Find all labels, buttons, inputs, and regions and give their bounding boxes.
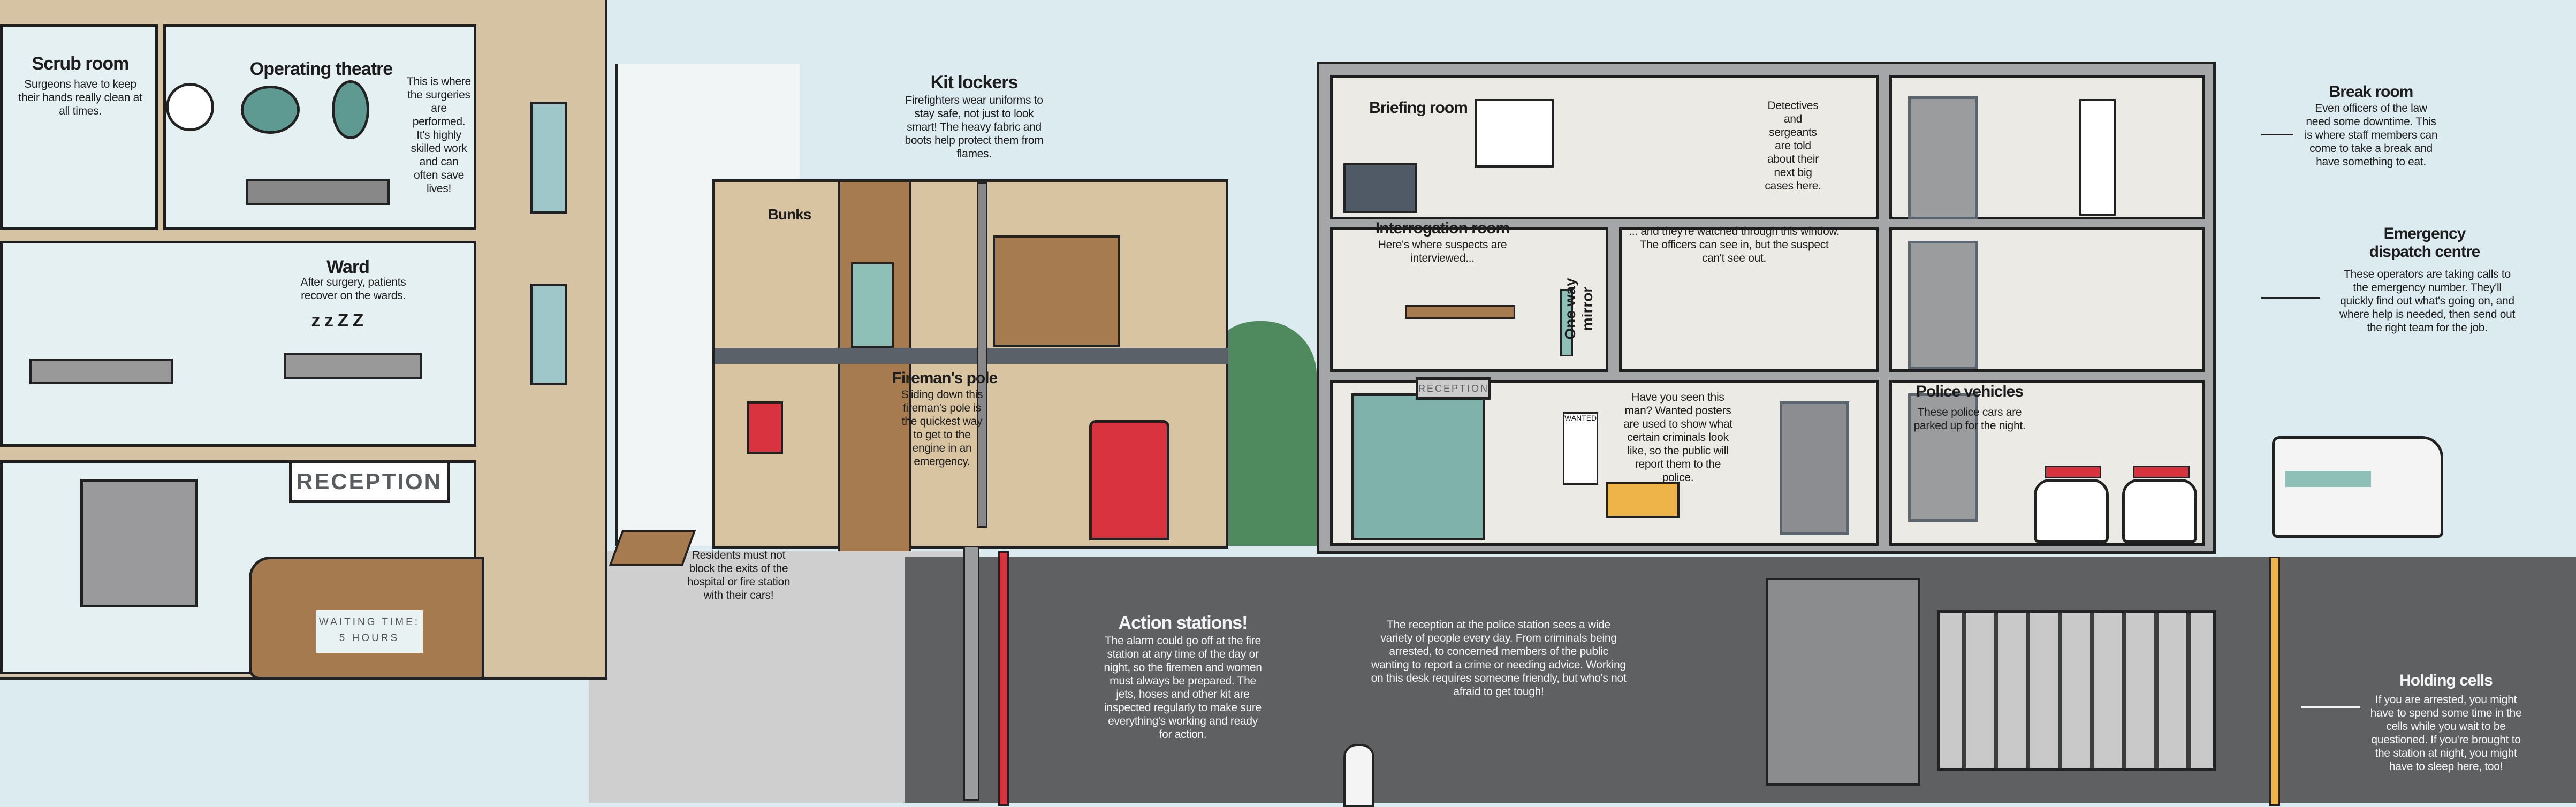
- stairwell: [1766, 578, 1920, 786]
- police-reception-note: The reception at the police station sees…: [1371, 619, 1627, 698]
- fire-engine: [1089, 420, 1169, 540]
- interrogation-table: [1405, 305, 1515, 319]
- police-vehicles-title: Police vehicles: [1916, 383, 2024, 400]
- elevator: [1908, 393, 1978, 522]
- pavement: [589, 551, 963, 803]
- drain-pipe: [963, 546, 979, 801]
- window: [851, 262, 894, 348]
- double-doors: [80, 479, 198, 607]
- interrogation-room-title: Interrogation room: [1375, 219, 1510, 237]
- reception-booth: [1351, 393, 1485, 540]
- firemans-pole[interactable]: [977, 182, 987, 528]
- waiting-bench: [1606, 482, 1680, 518]
- police-reception-sign: RECEPTION: [1416, 377, 1491, 400]
- wanted-poster: WANTED!: [1563, 412, 1599, 485]
- wanted-text: Have you seen this man? Wanted posters a…: [1623, 391, 1732, 484]
- bench: [609, 530, 696, 566]
- reception-desk: WAITING TIME: 5 HOURS: [249, 557, 484, 680]
- arrow-icon: [2261, 134, 2293, 135]
- scrub-room: [0, 24, 158, 230]
- bone-icon: [1343, 744, 1374, 807]
- front-desk: [1343, 163, 1417, 213]
- siren-light: [2133, 466, 2190, 478]
- ward-title: Ward: [326, 257, 370, 277]
- operating-theatre-text: This is where the surgeries are performe…: [407, 75, 471, 195]
- dispatch-title: Emergency dispatch centre: [2369, 225, 2481, 261]
- scrub-room-text: Surgeons have to keep their hands really…: [18, 78, 142, 117]
- surgical-lamp-icon: [241, 86, 300, 134]
- kit-lockers-title: Kit lockers: [930, 72, 1019, 93]
- elevator: [1908, 241, 1978, 369]
- arrow-icon: [2301, 706, 2360, 708]
- operating-theatre-title: Operating theatre: [249, 59, 393, 79]
- tower-column: [838, 182, 911, 551]
- fire-alarm-box: [747, 401, 783, 454]
- clock-icon: [166, 83, 214, 131]
- water-pipe: [998, 551, 1009, 806]
- hospital-bed: [284, 353, 422, 379]
- hospital-bed: [29, 359, 173, 384]
- operating-table: [246, 179, 390, 205]
- kit-lockers-cabinet: [993, 235, 1120, 347]
- police-vehicles-text: These police cars are parked up for the …: [1913, 406, 2026, 432]
- interrogation-room-text: Here's where suspects are interviewed...: [1378, 239, 1507, 264]
- briefing-room-title: Briefing room: [1369, 99, 1468, 117]
- bunks-title: Bunks: [768, 206, 812, 223]
- fire-station: [712, 179, 1228, 551]
- one-way-mirror: [1560, 289, 1573, 356]
- one-way-mirror-label: One way mirror: [1562, 278, 1595, 340]
- dispatch-text: These operators are taking calls to the …: [2339, 268, 2516, 334]
- ward-text: After surgery, patients recover on the w…: [300, 276, 406, 302]
- firemans-pole-title: Fireman's pole: [892, 369, 998, 387]
- holding-cells-title: Holding cells: [2399, 672, 2493, 689]
- operating-theatre: [163, 24, 476, 230]
- street-text: Residents must not block the exits of th…: [687, 549, 791, 602]
- fire-floor: [715, 348, 1228, 364]
- underground: [905, 557, 2576, 803]
- sleep-zzz: z z Z Z: [311, 310, 364, 331]
- kit-lockers-text: Firefighters wear uniforms to stay safe,…: [905, 94, 1044, 160]
- waiting-time-sign: WAITING TIME: 5 HOURS: [316, 610, 423, 653]
- police-car: [2122, 466, 2197, 543]
- briefing-room: [1330, 75, 1879, 219]
- observation-text: ... and they're watched through this win…: [1629, 225, 1840, 264]
- arrow-icon: [2261, 297, 2320, 299]
- scrub-room-title: Scrub room: [32, 54, 130, 74]
- action-stations-title: Action stations!: [1118, 613, 1248, 633]
- break-room-text: Even officers of the law need some downt…: [2304, 102, 2438, 168]
- observation-room: [1619, 227, 1879, 372]
- action-stations-text: The alarm could go off at the fire stati…: [1104, 635, 1262, 741]
- holding-cell: [1937, 610, 2216, 771]
- ward: [0, 241, 476, 447]
- elevator: [1908, 96, 1978, 219]
- window: [530, 284, 567, 385]
- door: [1780, 401, 1849, 535]
- holding-cells-text: If you are arrested, you might have to s…: [2370, 694, 2522, 773]
- siren-light: [2045, 466, 2101, 478]
- firemans-pole-text: Sliding down this fireman's pole is the …: [901, 389, 983, 468]
- police-station: [1317, 62, 2216, 554]
- break-room-title: Break room: [2329, 83, 2414, 101]
- yellow-pipe: [2269, 557, 2280, 806]
- briefing-board: [1475, 99, 1554, 168]
- vending-machine: [2079, 99, 2116, 216]
- waiting-time-line1: WAITING TIME:: [318, 616, 420, 628]
- ambulance-stripe: [2285, 471, 2371, 487]
- window: [530, 102, 567, 214]
- hospital-reception-sign: RECEPTION: [289, 460, 450, 503]
- surgical-lamp-icon: [332, 80, 369, 139]
- ambulance: [2272, 436, 2443, 538]
- briefing-room-text: Detectives and sergeants are told about …: [1765, 100, 1821, 192]
- police-car: [2034, 466, 2109, 543]
- waiting-time-line2: 5 HOURS: [339, 633, 400, 644]
